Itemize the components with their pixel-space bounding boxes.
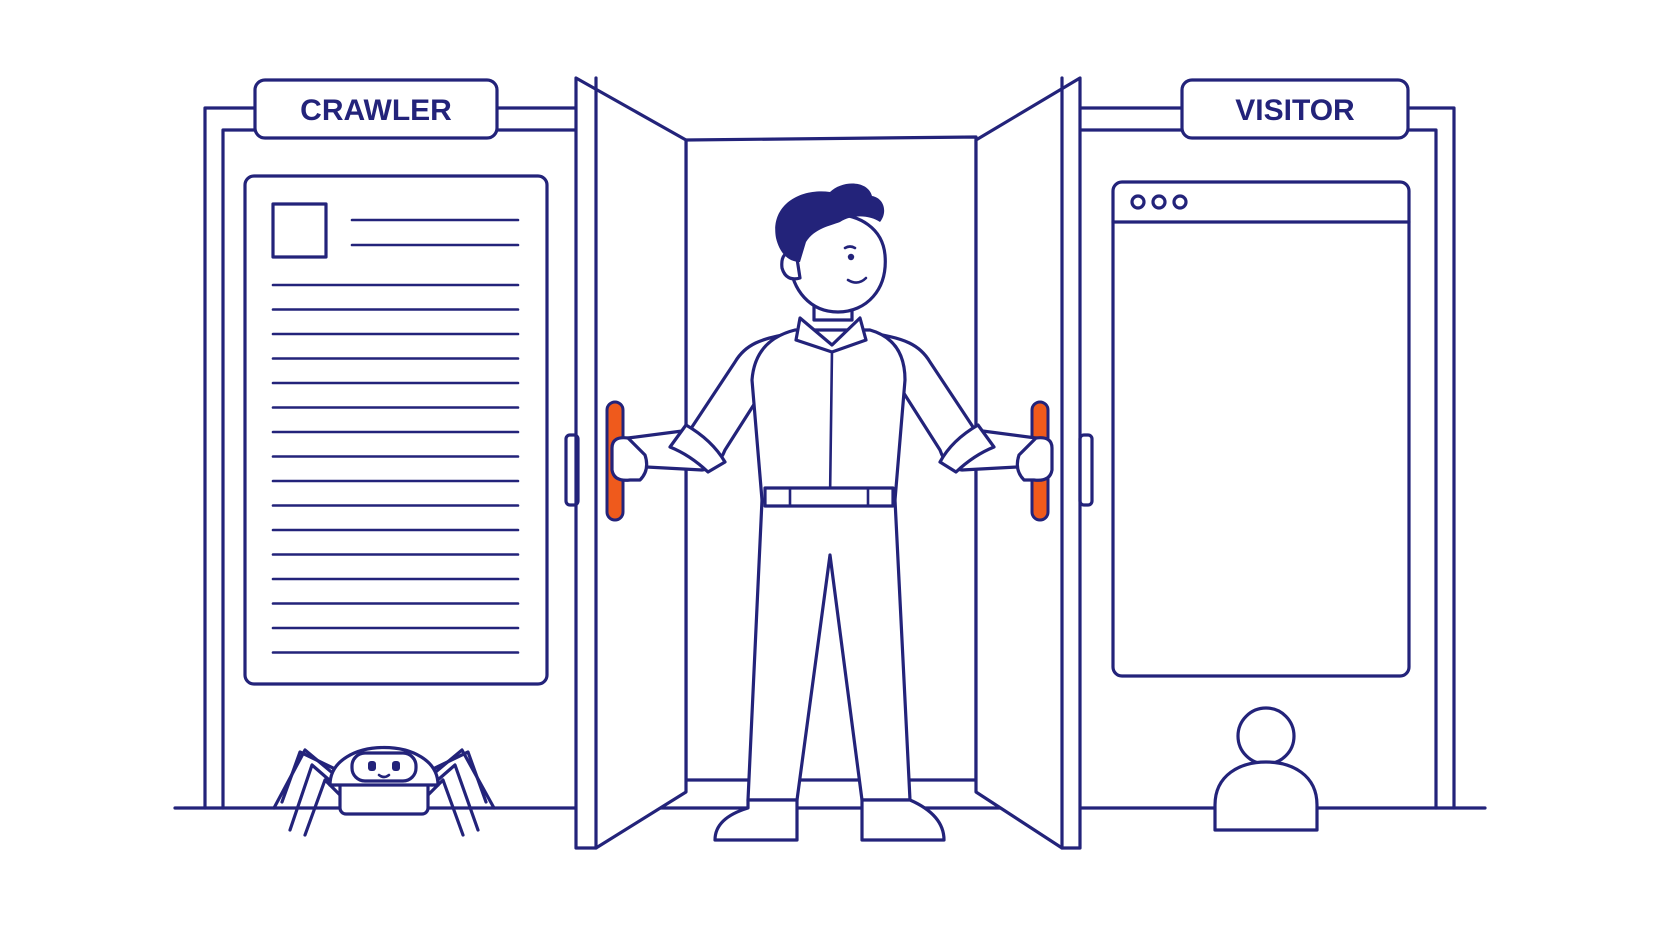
browser-window-icon: [1111, 180, 1411, 678]
visitor-panel: VISITOR: [1078, 78, 1456, 832]
person-illustration: [610, 183, 1054, 842]
spider-robot-icon: [272, 746, 496, 837]
crawler-label: CRAWLER: [253, 78, 499, 140]
visitor-label-text: VISITOR: [1235, 94, 1355, 127]
visitor-label: VISITOR: [1180, 78, 1410, 140]
document-text-lines: [271, 283, 520, 654]
document-icon: [243, 174, 549, 686]
user-icon: [1213, 706, 1319, 832]
crawler-label-text: CRAWLER: [300, 94, 452, 127]
crawler-panel: CRAWLER: [203, 78, 578, 837]
